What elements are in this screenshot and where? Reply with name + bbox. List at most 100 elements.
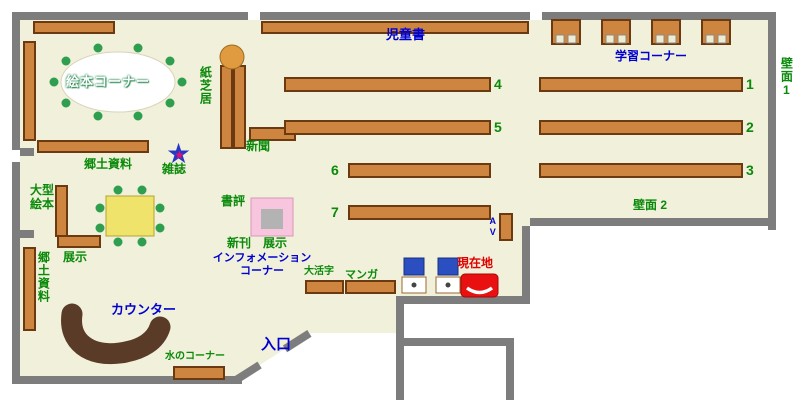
label-exhibit: 展示 <box>63 250 88 264</box>
chair-dot <box>177 77 187 87</box>
manga-shelf <box>345 280 396 294</box>
label-wall-shelf-1: 壁面1 <box>779 57 794 98</box>
label-local-materials-vert: 郷土資料 <box>36 251 51 303</box>
label-shelf-1: 1 <box>746 76 754 92</box>
label-counter: カウンター <box>111 302 177 317</box>
chair-dot <box>137 185 147 195</box>
chair-dot <box>61 56 71 66</box>
walls <box>12 12 776 400</box>
study-desk <box>601 19 631 45</box>
reading-table <box>105 195 155 237</box>
study-desks <box>551 19 731 45</box>
shelf <box>33 21 115 34</box>
wall-gap <box>12 150 20 162</box>
star-inner-icon: ★ <box>174 148 185 162</box>
wall-diagonal <box>233 361 262 384</box>
chair-dot <box>155 223 165 233</box>
chair-dot <box>137 237 147 247</box>
label-shelf-4: 4 <box>494 76 502 92</box>
reading-table-group <box>95 185 165 247</box>
opac-terminal <box>401 257 427 294</box>
study-desk <box>651 19 681 45</box>
chair-dot <box>95 203 105 213</box>
label-learning-corner: 学習コーナー <box>615 49 688 63</box>
chair-dot <box>49 77 59 87</box>
large-print-shelf <box>305 280 344 294</box>
wall-segment <box>396 296 530 304</box>
exhibit-shelf <box>57 235 101 248</box>
label-water-corner: 水のコーナー <box>165 351 225 362</box>
magazine-star-marker: ★ ★ <box>166 140 196 170</box>
floor <box>20 18 776 380</box>
label-childrens-books: 児童書 <box>386 27 426 42</box>
kamishibai-shelf <box>220 65 233 149</box>
label-information-corner: インフォメーション コーナー <box>212 252 312 278</box>
wall-segment <box>12 376 242 384</box>
chair-dot <box>133 111 143 121</box>
current-location-marker <box>460 273 499 298</box>
chair-dot <box>93 43 103 53</box>
chair-dot <box>61 98 71 108</box>
counter-desk <box>61 303 171 365</box>
label-manga: マンガ <box>345 269 378 281</box>
label-picturebook-corner: 絵本コーナー <box>66 74 151 89</box>
chair-dot <box>113 237 123 247</box>
label-entrance: 入口 <box>261 336 292 353</box>
local-materials-shelf <box>23 247 36 331</box>
wall-segment <box>530 218 776 226</box>
shelf <box>37 140 149 153</box>
display-case-inner <box>261 209 283 229</box>
chair-dot <box>113 185 123 195</box>
study-desk <box>701 19 731 45</box>
label-newspaper: 新聞 <box>246 139 271 153</box>
large-picturebook-shelf <box>55 185 68 237</box>
label-shelf-6: 6 <box>331 162 339 178</box>
chair-dot <box>165 56 175 66</box>
label-large-picturebook: 大型 絵本 <box>30 183 55 212</box>
shelf-row-3 <box>539 163 743 178</box>
display-case <box>250 197 294 237</box>
label-shelf-2: 2 <box>746 119 754 135</box>
label-large-print: 大活字 <box>304 266 334 277</box>
wall-segment <box>522 226 530 304</box>
picturebook-table-group <box>49 43 187 121</box>
label-book-review: 書評 <box>221 194 246 208</box>
shelf-row-5 <box>284 120 491 135</box>
av-shelf <box>499 213 513 241</box>
picturebook-table <box>60 51 176 113</box>
chair-dot <box>95 223 105 233</box>
label-new-books: 新刊 <box>227 236 252 250</box>
wall-segment <box>396 304 404 400</box>
shelf-row-2 <box>539 120 743 135</box>
shelf-row-6 <box>348 163 491 178</box>
wall-segment <box>404 338 514 346</box>
wall-segment <box>14 12 776 20</box>
wall-segment <box>506 338 514 400</box>
shelf-row-7 <box>348 205 491 220</box>
star-icon: ★ <box>166 138 192 169</box>
label-display: 展示 <box>263 236 288 250</box>
label-wall-shelf-2: 壁面 2 <box>633 198 668 212</box>
chair-dot <box>165 98 175 108</box>
shelf <box>23 41 36 141</box>
shelf <box>261 21 529 34</box>
chair-dot <box>155 203 165 213</box>
chair-dot <box>93 111 103 121</box>
kamishibai-round-table <box>219 44 245 70</box>
shelf-row-4 <box>284 77 491 92</box>
wall-stub <box>20 148 34 156</box>
wall-segment <box>768 12 776 230</box>
wall-gap <box>530 12 542 20</box>
label-shelf-5: 5 <box>494 119 502 135</box>
label-current-location: 現在地 <box>457 256 494 270</box>
kamishibai-shelf <box>233 65 246 149</box>
bookshelves <box>23 21 743 380</box>
wall-gap <box>248 12 260 20</box>
label-shelf-7: 7 <box>331 204 339 220</box>
wall-stub <box>20 230 34 238</box>
wall-segment <box>12 12 20 384</box>
study-desk <box>551 19 581 45</box>
label-shelf-3: 3 <box>746 162 754 178</box>
